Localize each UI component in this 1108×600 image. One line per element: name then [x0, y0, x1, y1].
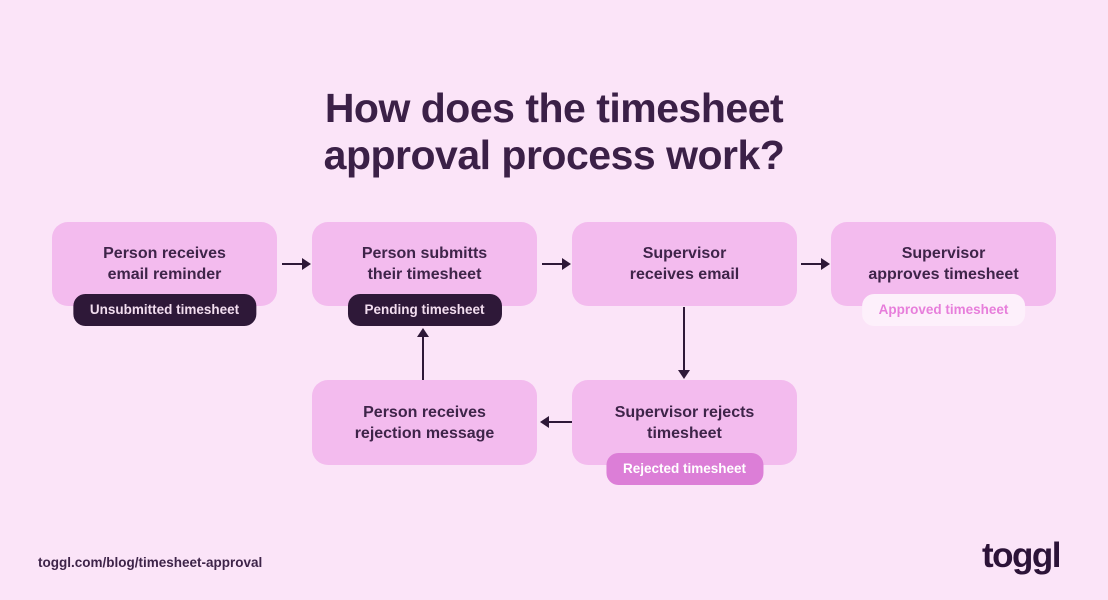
node-label: Supervisor — [901, 245, 986, 262]
node-label: Person receives — [363, 403, 486, 421]
arrow-up-rejection-to-pending-icon — [417, 328, 429, 380]
footer-url: toggl.com/blog/timesheet-approval — [38, 555, 263, 570]
node-label: Supervisor — [642, 245, 727, 262]
node-label: their timesheet — [367, 266, 482, 283]
page-title-line1: How does the timesheet — [324, 85, 784, 132]
node-supervisor-receives-email: Supervisor receives email — [572, 222, 797, 306]
node-label: email reminder — [107, 266, 222, 283]
node-label: rejection message — [354, 424, 495, 442]
node-reject-timesheet: Supervisor rejects timesheet Rejected ti… — [572, 380, 797, 485]
arrow-down-supervisor-to-reject-icon — [678, 307, 690, 379]
badge-unsubmitted-timesheet: Unsubmitted timesheet — [72, 294, 257, 326]
node-label: approves timesheet — [868, 266, 1019, 283]
arrow-right-submit-to-supervisor-icon — [542, 258, 571, 270]
arrow-left-reject-to-rejection-message-icon — [540, 416, 572, 428]
page-title-line2: approval process work? — [323, 132, 785, 179]
badge-rejected-timesheet: Rejected timesheet — [605, 453, 764, 485]
node-submit-timesheet: Person submitts their timesheet Pending … — [312, 222, 537, 326]
page-title: How does the timesheet approval process … — [0, 85, 1108, 179]
node-approve-timesheet: Supervisor approves timesheet Approved t… — [831, 222, 1056, 326]
node-rejection-message: Person receives rejection message — [312, 380, 537, 465]
arrow-right-supervisor-to-approve-icon — [801, 258, 830, 270]
node-label: Person receives — [103, 245, 226, 262]
node-label: timesheet — [647, 424, 722, 442]
toggl-logo: toggl — [982, 536, 1062, 575]
badge-pending-timesheet: Pending timesheet — [347, 294, 502, 326]
badge-approved-timesheet: Approved timesheet — [861, 294, 1026, 326]
node-label: Person submitts — [361, 245, 488, 262]
node-label: receives email — [629, 266, 740, 283]
node-label: Supervisor rejects — [614, 403, 755, 421]
node-email-reminder: Person receives email reminder Unsubmitt… — [52, 222, 277, 326]
arrow-right-reminder-to-submit-icon — [282, 258, 311, 270]
